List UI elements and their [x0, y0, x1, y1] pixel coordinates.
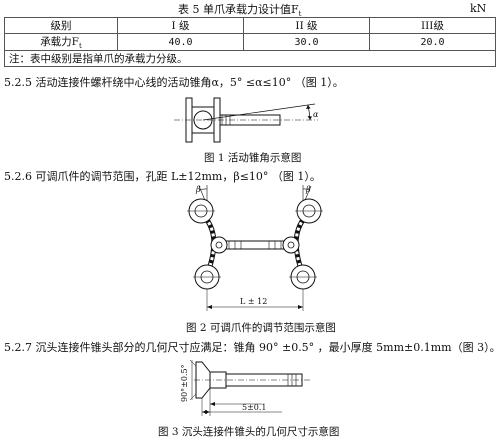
- header-grade: 级别: [4, 17, 118, 34]
- fig2-beta-left: β: [195, 185, 201, 194]
- figure-3-countersunk-connector: 90°±0.5° 5±0.1: [180, 359, 310, 416]
- fig2-dim-label: L ± 12: [240, 297, 267, 306]
- fig2-fixing-bottom-right: [289, 264, 317, 290]
- row-label-subscript: t: [78, 42, 82, 51]
- fig1-alpha-label: α: [313, 110, 319, 119]
- section-526-text: 5.2.6 可调爪件的调节范围，孔距 L±12mm，β≤10° （图 1）。: [4, 170, 321, 183]
- header-grade-2: II 级: [243, 17, 370, 34]
- row-label: 承载力Ft: [4, 32, 118, 52]
- table-title-subscript: t: [298, 10, 302, 19]
- figure-3-caption: 图 3 沉头连接件锥头的几何尺寸示意图: [158, 426, 340, 438]
- fig2-fixing-top-left: [187, 198, 215, 224]
- table-row: 承载力Ft 40.0 30.0 20.0: [4, 32, 496, 52]
- table-note-row: 注：表中级别是指单爪的承载力分级。: [4, 50, 496, 68]
- header-grade-1: I 级: [117, 17, 244, 34]
- figure-1-caption: 图 1 活动锥角示意图: [204, 152, 302, 164]
- figure-1-cone-angle: α: [174, 97, 319, 143]
- value-grade-3: 20.0: [369, 32, 496, 52]
- fig2-beta-right: β: [305, 185, 311, 194]
- figure-2-caption: 图 2 可调爪件的调节范围示意图: [186, 322, 336, 334]
- header-grade-3: III级: [369, 17, 496, 34]
- fig2-fixing-bottom-left: [193, 264, 221, 290]
- fig2-hub-left: [210, 236, 228, 254]
- table-title: 表 5 单爪承载力设计值Ft: [178, 3, 302, 19]
- load-capacity-table: 级别 I 级 II 级 III级 承载力Ft 40.0 30.0 20.0 注：…: [4, 17, 496, 68]
- fig2-fixing-top-right: [295, 198, 323, 224]
- fig2-hub-right: [282, 236, 300, 254]
- fig3-angle-label: 90°±0.5°: [180, 364, 189, 402]
- table-note: 注：表中级别是指单爪的承载力分级。: [4, 50, 496, 68]
- fig3-thickness-label: 5±0.1: [242, 403, 267, 412]
- figure-2-adjustable-claw: β β L ± 12: [187, 185, 323, 311]
- section-527-text: 5.2.7 沉头连接件锥头部分的几何尺寸应满足：锥角 90° ±0.5° ，最小…: [4, 341, 500, 354]
- fig2-crossbar: [224, 240, 286, 250]
- section-525-text: 5.2.5 活动连接件螺杆绕中心线的活动锥角α，5° ≤α≤10° （图 1）。: [4, 76, 344, 89]
- value-grade-1: 40.0: [117, 32, 244, 52]
- fig1-angled-line: [202, 103, 316, 121]
- value-grade-2: 30.0: [243, 32, 370, 52]
- table-header-row: 级别 I 级 II 级 III级: [4, 17, 496, 34]
- table-unit: kN: [470, 2, 487, 15]
